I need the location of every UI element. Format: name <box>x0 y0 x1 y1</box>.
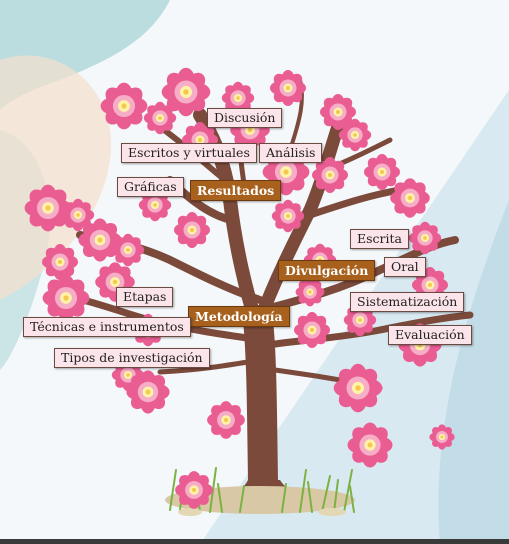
label-tecnicas-instrumentos: Técnicas e instrumentos <box>23 317 191 337</box>
label-discusion: Discusión <box>207 108 283 128</box>
label-etapas: Etapas <box>116 287 174 307</box>
label-escrita: Escrita <box>350 229 409 249</box>
bottom-bar <box>0 539 509 544</box>
stone-left <box>178 508 202 516</box>
category-divulgacion: Divulgación <box>278 260 376 281</box>
label-oral: Oral <box>384 257 426 277</box>
label-analisis: Análisis <box>259 143 323 163</box>
label-evaluacion: Evaluación <box>388 325 472 345</box>
label-sistematizacion: Sistematización <box>350 292 465 312</box>
blue-wash-right-deep <box>438 200 509 544</box>
category-resultados: Resultados <box>190 180 282 201</box>
label-graficas: Gráficas <box>117 177 184 197</box>
label-escritos-virtuales: Escritos y virtuales <box>121 143 257 163</box>
category-metodologia: Metodología <box>188 306 290 327</box>
peach-wash <box>0 55 112 300</box>
stone-right <box>318 508 346 516</box>
label-tipos-investigacion: Tipos de investigación <box>54 348 210 368</box>
